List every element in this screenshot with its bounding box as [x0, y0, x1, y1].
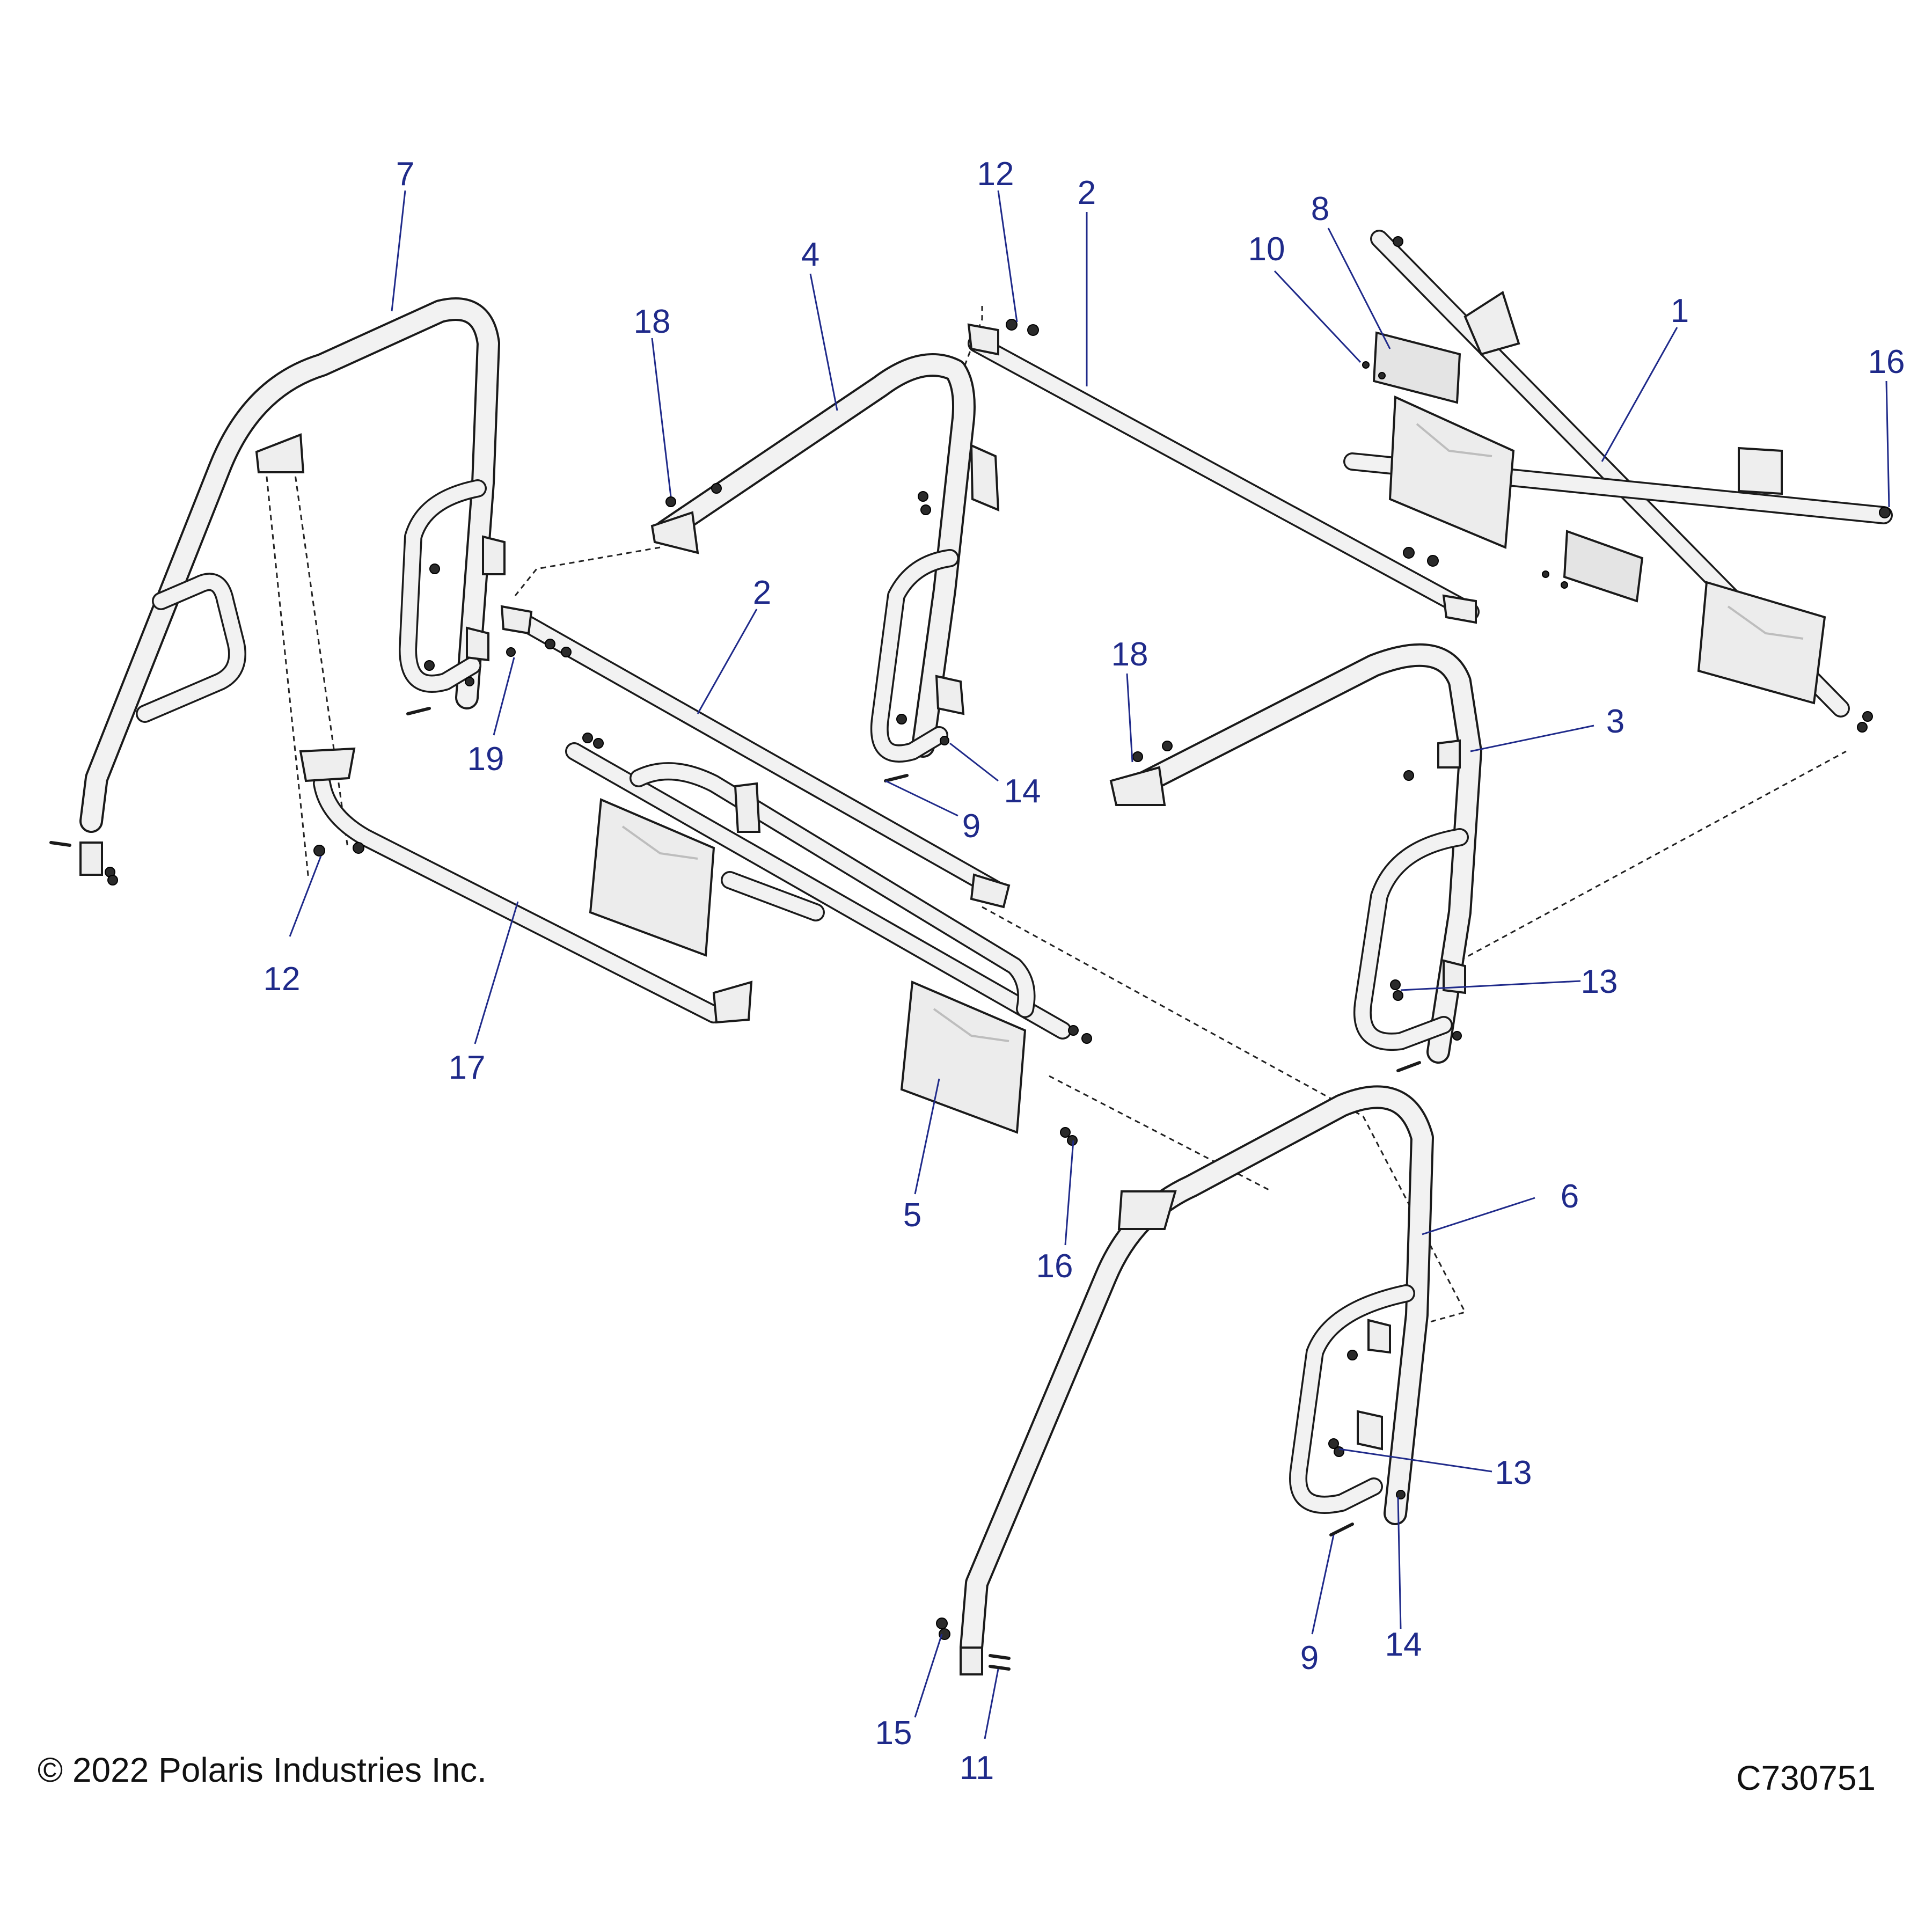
callout-leaders [289, 190, 1890, 1739]
callout-9: 9 [962, 808, 980, 845]
callout-9-lower: 9 [1300, 1640, 1319, 1677]
drawing-id: C730751 [1736, 1759, 1876, 1797]
callout-17: 17 [449, 1049, 486, 1086]
part-7-front-left-hoop [49, 297, 506, 885]
callout-5: 5 [903, 1197, 921, 1234]
callout-16-lower: 16 [1036, 1248, 1073, 1285]
callout-12-lower: 12 [264, 961, 301, 998]
callout-12: 12 [977, 156, 1014, 193]
callout-4: 4 [801, 236, 819, 273]
part-4-left-upper-hoop [650, 353, 1000, 782]
part-5-front-lower-brace [565, 733, 1092, 1146]
callout-15: 15 [875, 1715, 912, 1752]
callout-2: 2 [1078, 174, 1096, 211]
callout-18-right: 18 [1111, 636, 1148, 673]
callout-10: 10 [1248, 231, 1285, 268]
callout-8: 8 [1311, 191, 1329, 228]
part-2-upper-cross-tube [967, 319, 1480, 624]
part-8-rear-lamps [1362, 331, 1644, 603]
part-6-front-right-hoop [936, 1085, 1434, 1675]
callout-13: 13 [1581, 963, 1618, 1000]
callout-1: 1 [1671, 292, 1689, 330]
callout-2-lower: 2 [753, 574, 771, 611]
copyright-notice: © 2022 Polaris Industries Inc. [38, 1751, 487, 1789]
callout-13-lower: 13 [1495, 1454, 1532, 1491]
part-3-right-upper-hoop [1109, 643, 1482, 1072]
callout-18: 18 [634, 303, 671, 340]
callout-3: 3 [1606, 703, 1624, 740]
callout-19: 19 [467, 741, 504, 778]
callout-labels: 7 12 2 4 18 8 10 1 16 2 19 18 3 14 9 12 … [264, 156, 1905, 1787]
part-2-lower-cross-tube [500, 605, 1011, 909]
alignment-lines [265, 306, 1847, 1327]
callout-14: 14 [1004, 773, 1041, 810]
part-17-lower-cross-tube [299, 747, 753, 1024]
callout-11: 11 [960, 1750, 994, 1787]
callout-14-lower: 14 [1385, 1626, 1422, 1663]
callout-6: 6 [1561, 1178, 1579, 1215]
callout-7: 7 [396, 156, 414, 193]
part-1-rear-x-brace [1343, 230, 1893, 733]
callout-16: 16 [1868, 343, 1905, 380]
